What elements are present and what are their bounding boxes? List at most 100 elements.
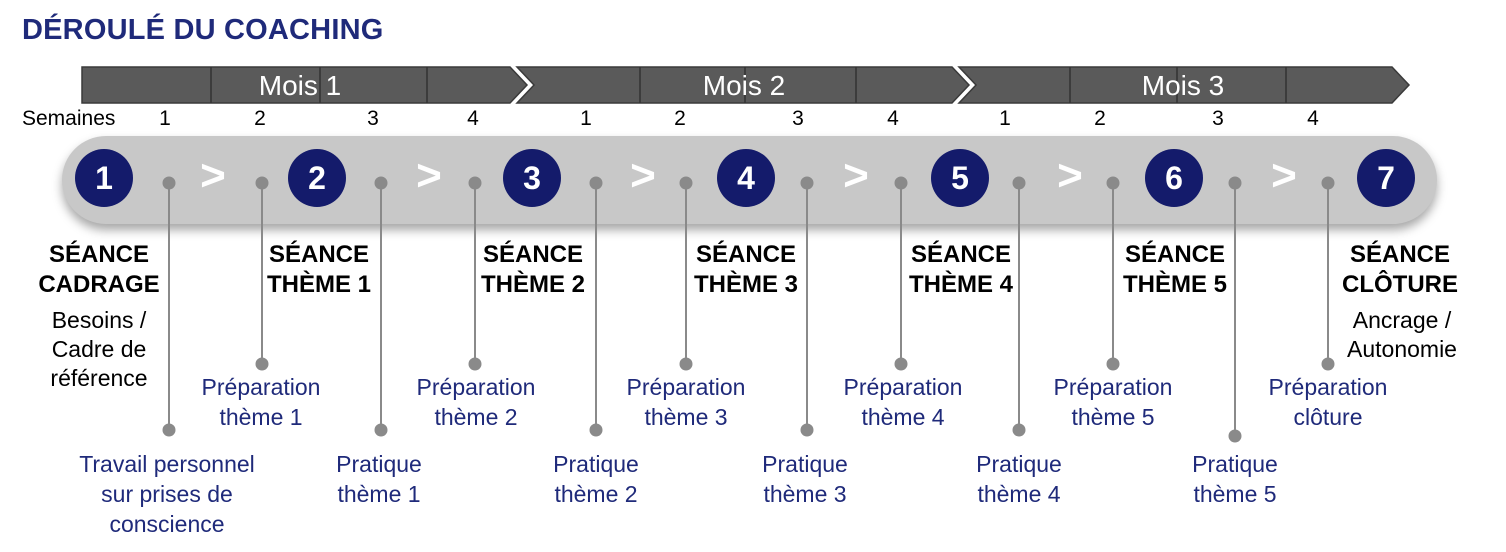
- connector-task-1: [162, 176, 176, 437]
- task-line: thème 4: [977, 481, 1061, 507]
- task-line: clôture: [1293, 404, 1363, 430]
- session-desc-line: Cadre de: [51, 336, 147, 362]
- chevron-right-icon: >: [200, 151, 226, 200]
- month-1-arrow: [81, 66, 529, 104]
- chevron-right-icon: >: [1057, 151, 1083, 200]
- month-3-arrow: [957, 66, 1411, 104]
- task-line: thème 5: [1071, 404, 1155, 430]
- session-circle-5: 5: [931, 149, 989, 207]
- session-title-line: THÈME 2: [480, 271, 585, 298]
- task-line: thème 2: [434, 404, 518, 430]
- task-line: Pratique: [762, 451, 848, 477]
- task-line: Préparation: [1053, 374, 1173, 400]
- session-title-line: SÉANCE: [1349, 241, 1451, 268]
- task-line: Travail personnel: [79, 451, 255, 477]
- session-title-line: SÉANCE: [695, 241, 797, 268]
- task-label-2: Préparation thème 1: [146, 372, 376, 432]
- session-title-line: THÈME 4: [908, 271, 1013, 298]
- task-line: conscience: [109, 511, 225, 537]
- task-line: sur prises de: [101, 481, 233, 507]
- session-title-4: SÉANCE THÈME 3: [661, 240, 831, 300]
- month-label-2: Mois 2: [702, 70, 786, 101]
- task-label-1: Travail personnel sur prises de conscien…: [52, 449, 282, 539]
- session-desc-line: référence: [50, 365, 148, 391]
- session-title-line: SÉANCE: [1124, 241, 1226, 268]
- session-title-5: SÉANCE THÈME 4: [876, 240, 1046, 300]
- page-title: DÉROULÉ DU COACHING: [22, 14, 384, 46]
- task-label-12: Préparation clôture: [1213, 372, 1443, 432]
- task-line: Pratique: [553, 451, 639, 477]
- task-line: thème 4: [861, 404, 945, 430]
- connector-task-3: [374, 176, 388, 437]
- session-title-7: SÉANCE CLÔTURE: [1315, 240, 1485, 300]
- task-label-10: Préparation thème 5: [998, 372, 1228, 432]
- session-title-6: SÉANCE THÈME 5: [1090, 240, 1260, 300]
- session-title-line: SÉANCE: [268, 241, 370, 268]
- session-circle-2: 2: [288, 149, 346, 207]
- week-number: 2: [254, 107, 266, 130]
- connector-task-5: [589, 176, 603, 437]
- chevron-right-icon: >: [1271, 151, 1297, 200]
- session-desc-line: Besoins /: [51, 307, 147, 333]
- session-desc-7: Ancrage / Autonomie: [1317, 306, 1487, 364]
- chevron-right-icon: >: [630, 151, 656, 200]
- task-label-11: Pratique thème 5: [1120, 449, 1350, 509]
- connector-task-12: [1321, 176, 1335, 371]
- week-number: 3: [1212, 107, 1224, 130]
- task-label-8: Préparation thème 4: [788, 372, 1018, 432]
- session-title-1: SÉANCE CADRAGE: [14, 240, 184, 300]
- task-label-3: Pratique thème 1: [264, 449, 494, 509]
- session-desc-line: Autonomie: [1347, 336, 1457, 362]
- week-number: 2: [1094, 107, 1106, 130]
- week-number: 1: [159, 107, 171, 130]
- session-title-line: SÉANCE: [910, 241, 1012, 268]
- session-title-line: CADRAGE: [38, 271, 160, 298]
- chevron-right-icon: >: [843, 151, 869, 200]
- task-label-7: Pratique thème 3: [690, 449, 920, 509]
- session-circle-3: 3: [503, 149, 561, 207]
- week-number: 1: [999, 107, 1011, 130]
- month-label-1: Mois 1: [258, 70, 342, 101]
- connector-task-9: [1012, 176, 1026, 437]
- task-line: Préparation: [416, 374, 536, 400]
- session-title-2: SÉANCE THÈME 1: [234, 240, 404, 300]
- session-title-3: SÉANCE THÈME 2: [448, 240, 618, 300]
- task-label-4: Préparation thème 2: [361, 372, 591, 432]
- session-title-line: THÈME 1: [266, 271, 371, 298]
- connector-task-10: [1106, 176, 1120, 371]
- session-circle-7: 7: [1357, 149, 1415, 207]
- session-desc-line: Ancrage /: [1352, 307, 1452, 333]
- session-title-line: THÈME 3: [693, 271, 798, 298]
- connector-task-2: [255, 176, 269, 371]
- task-line: Préparation: [1268, 374, 1388, 400]
- connector-task-4: [468, 176, 482, 371]
- session-title-line: SÉANCE: [482, 241, 584, 268]
- connector-task-8: [894, 176, 908, 371]
- task-label-5: Pratique thème 2: [481, 449, 711, 509]
- connector-task-7: [800, 176, 814, 437]
- month-timeline-bar: [81, 66, 1411, 104]
- session-title-line: THÈME 5: [1122, 271, 1227, 298]
- task-line: Préparation: [626, 374, 746, 400]
- task-line: Préparation: [201, 374, 321, 400]
- task-line: Préparation: [843, 374, 963, 400]
- task-label-6: Préparation thème 3: [571, 372, 801, 432]
- session-desc-1: Besoins / Cadre de référence: [14, 306, 184, 393]
- week-number: 2: [674, 107, 686, 130]
- month-2-arrow: [515, 66, 971, 104]
- task-line: thème 3: [644, 404, 728, 430]
- task-line: thème 1: [219, 404, 303, 430]
- week-number: 4: [1307, 107, 1319, 130]
- week-number: 4: [887, 107, 899, 130]
- task-line: Pratique: [1192, 451, 1278, 477]
- week-number: 4: [467, 107, 479, 130]
- session-circle-4: 4: [717, 149, 775, 207]
- week-number: 1: [580, 107, 592, 130]
- task-line: thème 3: [763, 481, 847, 507]
- task-label-9: Pratique thème 4: [904, 449, 1134, 509]
- task-line: Pratique: [976, 451, 1062, 477]
- task-line: thème 5: [1193, 481, 1277, 507]
- week-number: 3: [792, 107, 804, 130]
- session-circle-1: 1: [75, 149, 133, 207]
- week-number: 3: [367, 107, 379, 130]
